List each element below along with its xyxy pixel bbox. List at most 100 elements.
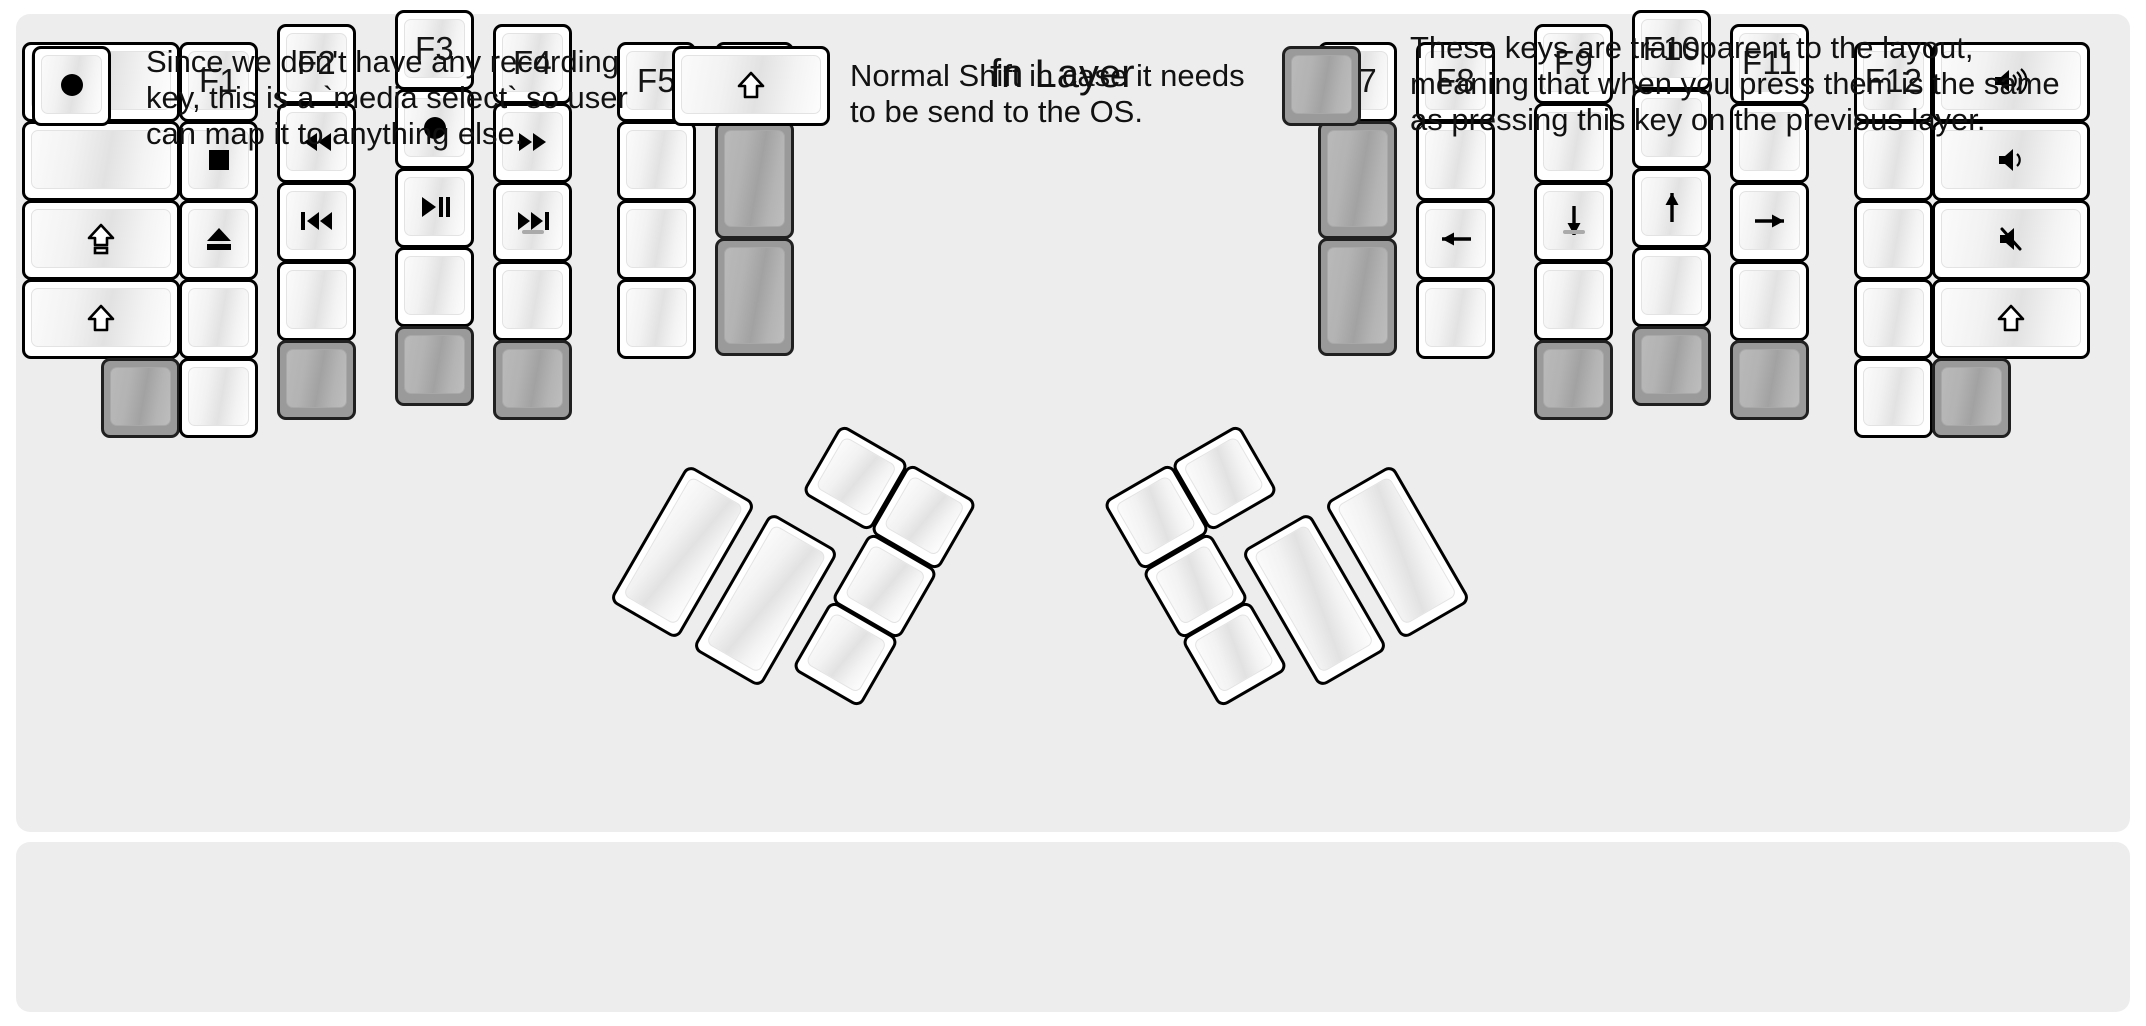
key-f6-transparent-lower[interactable]	[715, 238, 794, 356]
key-media-play-pause[interactable]	[395, 168, 474, 248]
keycap-face	[31, 130, 171, 189]
key-f9[interactable]: F9	[1534, 24, 1613, 104]
key-right-outer-transparent[interactable]	[1932, 358, 2011, 438]
key-f5-r3[interactable]	[617, 200, 696, 280]
homing-bump	[521, 230, 544, 234]
key-left-outer-capslock[interactable]	[22, 200, 180, 280]
arrow-left-icon	[1441, 232, 1471, 245]
legend-text-normal-shift: Normal Shift in case it needs to be send…	[850, 58, 1245, 129]
legend-key-shift	[672, 46, 830, 126]
key-f5-r4[interactable]	[617, 279, 696, 359]
keycap-face	[1425, 209, 1486, 268]
homing-bump	[1562, 230, 1585, 234]
key-f12-r3[interactable]	[1854, 200, 1933, 280]
key-f8-r2[interactable]	[1416, 121, 1495, 201]
key-f10[interactable]: F10	[1632, 10, 1711, 90]
media-record-icon	[423, 116, 446, 139]
key-right-shift[interactable]	[1932, 279, 2090, 359]
keycap-face	[1641, 177, 1702, 236]
key-f9-transparent[interactable]	[1534, 340, 1613, 420]
key-f5-r2[interactable]	[617, 121, 696, 201]
key-left-outer-r2[interactable]	[22, 121, 180, 201]
volume-mute-icon	[2000, 227, 2022, 250]
key-f11-r2[interactable]	[1730, 103, 1809, 183]
shift-icon	[737, 71, 765, 98]
keycap-face	[502, 191, 563, 250]
key-f1-r4[interactable]	[179, 279, 258, 359]
key-f12-r4[interactable]	[1854, 279, 1933, 359]
keycap-face	[286, 270, 347, 329]
key-f6-transparent-upper[interactable]	[715, 121, 794, 239]
key-f7-transparent-lower[interactable]	[1318, 238, 1397, 356]
keycap-face	[1941, 209, 2081, 268]
keycap-face	[286, 349, 347, 408]
keycap-face	[502, 270, 563, 329]
key-f8[interactable]: F8	[1416, 42, 1495, 122]
keycap-face	[626, 130, 687, 189]
keycap-face: F9	[1543, 33, 1604, 92]
key-arrow-right[interactable]	[1730, 182, 1809, 262]
key-f3[interactable]: F3	[395, 10, 474, 90]
key-media-previous[interactable]	[277, 182, 356, 262]
keycap-face	[1739, 270, 1800, 329]
key-f11[interactable]: F11	[1730, 24, 1809, 104]
key-f4-r4[interactable]	[493, 261, 572, 341]
key-f4-transparent[interactable]	[493, 340, 572, 420]
keycap-face	[502, 349, 563, 408]
key-volume-down[interactable]	[1932, 121, 2090, 201]
keycap-face	[1863, 288, 1924, 347]
key-media-stop[interactable]	[179, 121, 258, 201]
key-f11-transparent[interactable]	[1730, 340, 1809, 420]
key-legend: F4	[513, 44, 552, 81]
key-volume-mute[interactable]	[1932, 200, 2090, 280]
key-f4[interactable]: F4	[493, 24, 572, 104]
key-f10-transparent[interactable]	[1632, 326, 1711, 406]
key-f1[interactable]: F1	[179, 42, 258, 122]
key-f3-transparent[interactable]	[395, 326, 474, 406]
key-left-outer-shift[interactable]	[22, 279, 180, 359]
keycap-face	[1192, 611, 1275, 694]
key-legend: F3	[415, 30, 454, 67]
key-legend: F10	[1642, 30, 1701, 67]
keycap-face	[188, 288, 249, 347]
keycap-face	[1941, 288, 2081, 347]
key-media-record[interactable]	[395, 89, 474, 169]
key-media-eject[interactable]	[179, 200, 258, 280]
key-f12[interactable]: F12	[1854, 42, 1933, 122]
key-legend: F11	[1741, 44, 1797, 81]
key-f7-transparent-upper[interactable]	[1318, 121, 1397, 239]
key-arrow-left[interactable]	[1416, 200, 1495, 280]
keycap-face: F4	[502, 33, 563, 92]
key-media-forward[interactable]	[493, 103, 572, 183]
key-f10-r4[interactable]	[1632, 247, 1711, 327]
key-legend: F8	[1436, 62, 1475, 99]
key-f11-r4[interactable]	[1730, 261, 1809, 341]
key-media-next[interactable]	[493, 182, 572, 262]
key-left-outer-transparent[interactable]	[101, 358, 180, 438]
key-media-rewind[interactable]	[277, 103, 356, 183]
key-f9-r4[interactable]	[1534, 261, 1613, 341]
key-f10-r2[interactable]	[1632, 89, 1711, 169]
key-f1-r5[interactable]	[179, 358, 258, 438]
keycap-face	[1114, 474, 1197, 557]
key-f12-r5[interactable]	[1854, 358, 1933, 438]
keycap-face	[1863, 209, 1924, 268]
key-volume-up[interactable]	[1932, 42, 2090, 122]
key-f2-transparent[interactable]	[277, 340, 356, 420]
keycap-face	[1739, 112, 1800, 171]
keycap-face	[1543, 112, 1604, 171]
key-f8-r4[interactable]	[1416, 279, 1495, 359]
keycap-face	[1425, 288, 1486, 347]
keycap-face	[31, 209, 171, 268]
key-f12-r2[interactable]	[1854, 121, 1933, 201]
key-f2[interactable]: F2	[277, 24, 356, 104]
keycap-face	[188, 367, 249, 426]
keycap-face	[1425, 130, 1486, 189]
key-arrow-down[interactable]	[1534, 182, 1613, 262]
key-f2-r4[interactable]	[277, 261, 356, 341]
key-arrow-up[interactable]	[1632, 168, 1711, 248]
key-f9-r2[interactable]	[1534, 103, 1613, 183]
keycap-face: F12	[1863, 51, 1924, 110]
keycap-face	[404, 335, 465, 394]
key-f3-r4[interactable]	[395, 247, 474, 327]
